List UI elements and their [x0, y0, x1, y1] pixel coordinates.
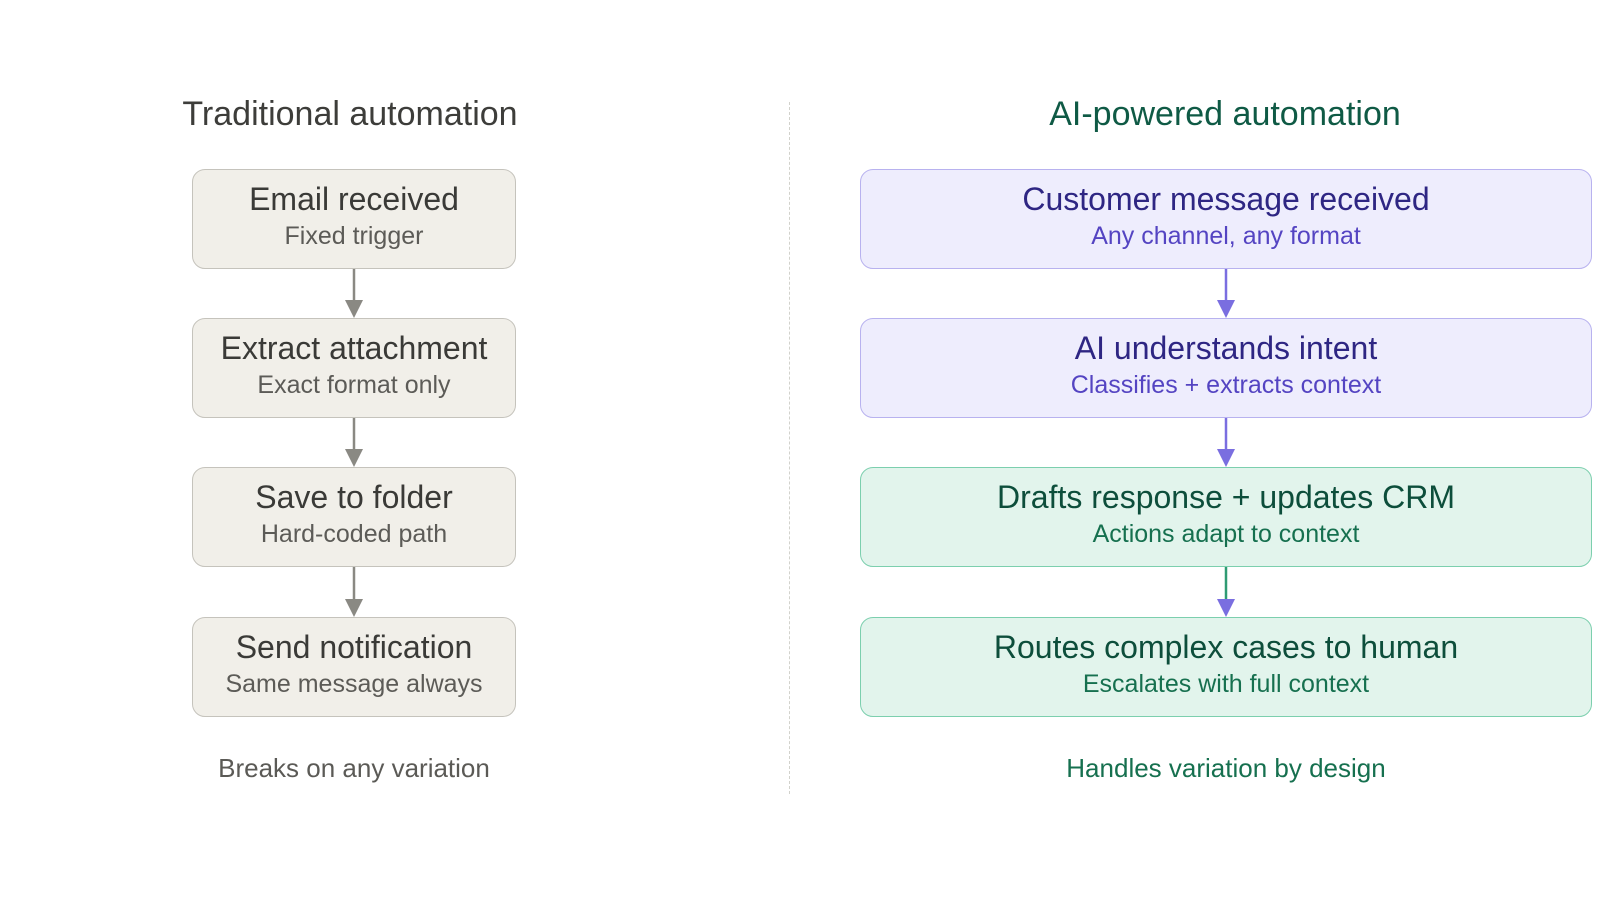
ai-step-routes-to-human: Routes complex cases to human Escalates …	[860, 617, 1592, 717]
step-title: Send notification	[235, 629, 473, 665]
step-subtitle: Escalates with full context	[1082, 670, 1370, 698]
column-divider	[789, 102, 790, 794]
traditional-title: Traditional automation	[182, 95, 518, 133]
ai-step-customer-message: Customer message received Any channel, a…	[860, 169, 1592, 269]
ai-title: AI-powered automation	[1049, 95, 1401, 133]
trad-step-send-notification: Send notification Same message always	[192, 617, 516, 717]
step-subtitle: Hard-coded path	[260, 520, 448, 548]
step-title: Email received	[249, 181, 459, 217]
ai-caption: Handles variation by design	[1066, 753, 1386, 783]
step-title: Extract attachment	[220, 330, 488, 366]
step-subtitle: Exact format only	[257, 371, 451, 399]
step-title: Routes complex cases to human	[993, 629, 1459, 665]
ai-step-understands-intent: AI understands intent Classifies + extra…	[860, 318, 1592, 418]
arrow-trad-1-2	[345, 269, 363, 318]
trad-step-email-received: Email received Fixed trigger	[192, 169, 516, 269]
arrow-trad-2-3	[345, 418, 363, 467]
step-title: Customer message received	[1022, 181, 1430, 217]
step-subtitle: Any channel, any format	[1091, 222, 1361, 250]
arrow-ai-3-4	[1217, 567, 1235, 617]
step-subtitle: Same message always	[225, 670, 483, 698]
step-subtitle: Fixed trigger	[284, 222, 424, 250]
arrow-ai-1-2	[1217, 269, 1235, 318]
arrow-trad-3-4	[345, 567, 363, 617]
trad-step-save-to-folder: Save to folder Hard-coded path	[192, 467, 516, 567]
trad-step-extract-attachment: Extract attachment Exact format only	[192, 318, 516, 418]
ai-step-drafts-response: Drafts response + updates CRM Actions ad…	[860, 467, 1592, 567]
step-title: Save to folder	[255, 479, 453, 515]
arrow-ai-2-3	[1217, 418, 1235, 467]
traditional-caption: Breaks on any variation	[218, 753, 490, 783]
step-subtitle: Actions adapt to context	[1092, 520, 1360, 548]
step-title: AI understands intent	[1074, 330, 1378, 366]
step-subtitle: Classifies + extracts context	[1070, 371, 1382, 399]
step-title: Drafts response + updates CRM	[997, 479, 1455, 515]
